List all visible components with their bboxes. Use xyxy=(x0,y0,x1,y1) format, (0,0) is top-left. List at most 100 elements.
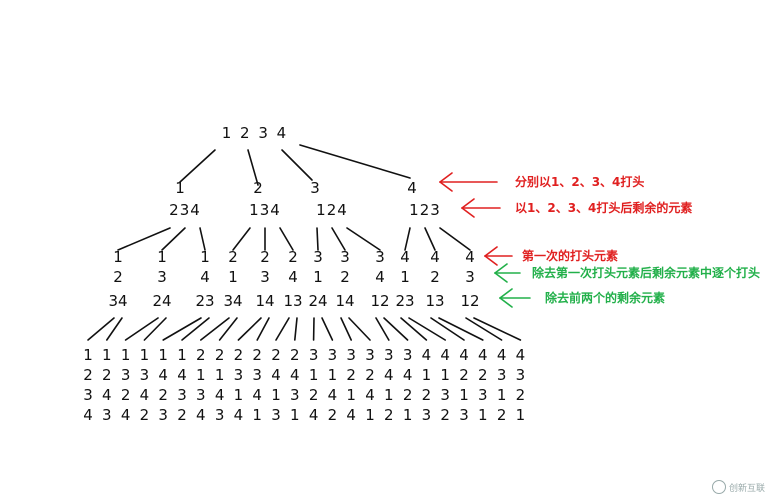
tree-edge xyxy=(299,144,411,179)
leaf-digit: 4 xyxy=(516,346,526,364)
leaf-digit: 4 xyxy=(252,386,262,404)
level2-head-node: 3 xyxy=(465,268,475,286)
level2-first-node: 4 xyxy=(400,248,410,266)
leaf-digit: 1 xyxy=(422,366,432,384)
tree-edge xyxy=(200,317,230,341)
leaf-digit: 3 xyxy=(234,366,244,384)
leaf-digit: 3 xyxy=(516,366,526,384)
tree-edge xyxy=(473,317,522,341)
leaf-digit: 1 xyxy=(328,366,338,384)
leaf-digit: 2 xyxy=(234,346,244,364)
leaf-digit: 2 xyxy=(177,406,187,424)
tree-edge xyxy=(331,227,346,251)
leaf-digit: 2 xyxy=(290,346,300,364)
leaf-digit: 1 xyxy=(309,366,319,384)
level2-head-node: 1 xyxy=(313,268,323,286)
level1-head-node: 1 xyxy=(175,179,185,197)
leaf-digit: 2 xyxy=(365,366,375,384)
level2-first-node: 4 xyxy=(430,248,440,266)
leaf-digit: 1 xyxy=(177,346,187,364)
leaf-digit: 1 xyxy=(234,386,244,404)
level2-rest-node: 23 xyxy=(195,292,214,310)
leaf-digit: 1 xyxy=(83,346,93,364)
leaf-digit: 2 xyxy=(440,406,450,424)
arrow-head-icon xyxy=(499,297,513,308)
leaf-digit: 2 xyxy=(158,386,168,404)
level2-head-node: 4 xyxy=(375,268,385,286)
level2-rest-node: 12 xyxy=(370,292,389,310)
arrow-head-icon xyxy=(439,172,453,183)
tree-edge xyxy=(237,317,262,341)
leaf-digit: 4 xyxy=(140,386,150,404)
tree-edge xyxy=(321,317,334,341)
tree-edge xyxy=(293,317,298,341)
tree-edge xyxy=(181,317,210,341)
leaf-digit: 2 xyxy=(271,346,281,364)
annotation-label: 分别以1、2、3、4打头 xyxy=(515,174,644,189)
annotation-label: 除去前两个的剩余元素 xyxy=(545,290,665,305)
level2-rest-node: 14 xyxy=(335,292,354,310)
leaf-digit: 4 xyxy=(459,346,469,364)
level2-first-node: 2 xyxy=(260,248,270,266)
leaf-digit: 3 xyxy=(478,386,488,404)
level1-rest-node: 234 xyxy=(169,201,201,219)
leaf-digit: 1 xyxy=(158,346,168,364)
leaf-digit: 3 xyxy=(215,406,225,424)
watermark-text: 创新互联 xyxy=(728,483,765,494)
leaf-digit: 1 xyxy=(384,386,394,404)
annotation-label: 以1、2、3、4打头后剩余的元素 xyxy=(515,200,692,215)
level2-rest-node: 24 xyxy=(308,292,327,310)
leaf-digit: 2 xyxy=(215,346,225,364)
level2-first-node: 1 xyxy=(113,248,123,266)
leaf-digit: 3 xyxy=(271,406,281,424)
level2-head-node: 1 xyxy=(400,268,410,286)
tree-edge xyxy=(281,149,313,181)
tree-edge xyxy=(430,317,465,341)
leaf-digit: 4 xyxy=(497,346,507,364)
annotation-label: 除去第一次打头元素后剩余元素中逐个打头 xyxy=(532,265,760,280)
tree-edge xyxy=(143,317,167,341)
leaf-digit: 2 xyxy=(422,386,432,404)
leaf-digit: 1 xyxy=(140,346,150,364)
leaf-digit: 2 xyxy=(196,346,206,364)
arrow-head-icon xyxy=(484,246,498,257)
tree-edge xyxy=(279,227,294,251)
leaf-digit: 3 xyxy=(252,366,262,384)
leaf-digit: 2 xyxy=(346,366,356,384)
arrow-head-icon xyxy=(461,207,475,218)
leaf-digit: 4 xyxy=(440,346,450,364)
root-node: 1 2 3 4 xyxy=(222,124,288,142)
tree-edge xyxy=(348,317,371,341)
tree-edge xyxy=(117,227,171,251)
tree-edge xyxy=(383,317,409,341)
tree-edge xyxy=(438,317,484,341)
level1-rest-node: 124 xyxy=(316,201,348,219)
leaf-digit: 3 xyxy=(384,346,394,364)
leaf-digit: 4 xyxy=(309,406,319,424)
leaf-digit: 2 xyxy=(83,366,93,384)
leaf-digit: 2 xyxy=(459,366,469,384)
level2-rest-node: 24 xyxy=(152,292,171,310)
tree-edge xyxy=(424,227,436,251)
leaf-digit: 1 xyxy=(102,346,112,364)
tree-edge xyxy=(400,317,428,341)
leaf-digit: 3 xyxy=(459,406,469,424)
leaf-digit: 4 xyxy=(384,366,394,384)
leaf-digit: 1 xyxy=(271,386,281,404)
leaf-digit: 3 xyxy=(365,346,375,364)
leaf-digit: 3 xyxy=(497,366,507,384)
arrow-head-icon xyxy=(494,272,508,283)
arrow-head-icon xyxy=(494,263,508,274)
leaf-digit: 1 xyxy=(403,406,413,424)
tree-edge xyxy=(87,317,115,341)
leaf-digit: 1 xyxy=(252,406,262,424)
level2-rest-node: 12 xyxy=(460,292,479,310)
leaf-digit: 3 xyxy=(140,366,150,384)
leaf-digit: 3 xyxy=(196,386,206,404)
leaf-digit: 3 xyxy=(422,406,432,424)
tree-edge xyxy=(465,317,503,341)
tree-edge xyxy=(346,227,381,251)
tree-edge xyxy=(161,227,186,251)
